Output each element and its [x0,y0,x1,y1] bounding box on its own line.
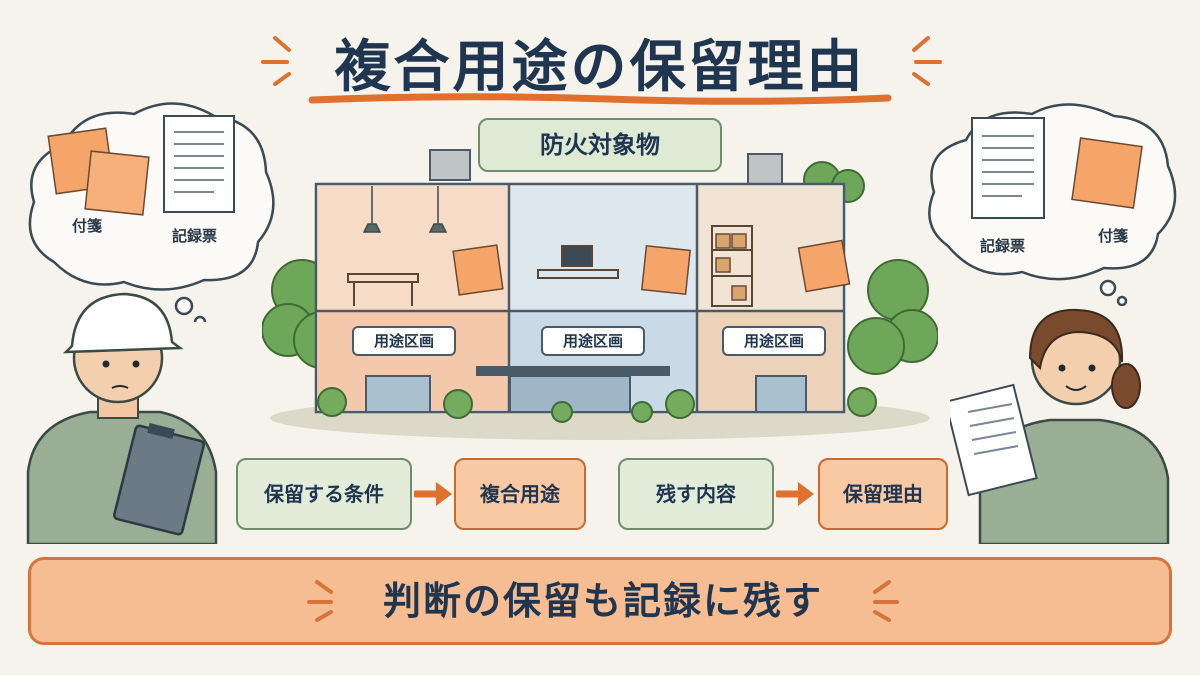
sticky-note-icon [1071,137,1143,209]
usage-section-label-2: 用途区画 [541,326,645,356]
record-sheet-icon [163,115,235,213]
usage-section-label-3: 用途区画 [722,326,826,356]
banner-sparks-right [873,580,899,622]
left-item-sticky: 付箋 [72,217,103,235]
left-item-record: 記録票 [172,227,218,245]
arrow-right-icon [414,482,452,506]
flow-retained-content: 残す内容 [618,458,774,530]
right-item-record: 記録票 [980,237,1026,255]
hardhat-worker [26,292,218,544]
left-thought-cloud [28,102,275,322]
summary-banner-text: 判断の保留も記録に残す [382,579,823,623]
banner-sparks-left [307,580,333,622]
record-sheet-icon [971,117,1045,219]
page-title: 複合用途の保留理由 [334,35,866,100]
right-thought-cloud [928,103,1177,306]
title-underline [308,93,892,105]
building-tag: 防火対象物 [478,118,722,172]
usage-section-label-1: 用途区画 [352,326,456,356]
flow-mixed-use: 複合用途 [454,458,586,530]
title-sparks-right [912,36,942,86]
female-worker [950,308,1170,544]
flow-hold-reason: 保留理由 [818,458,948,530]
flow-hold-conditions: 保留する条件 [236,458,412,530]
building-illustration [262,149,938,440]
title-sparks-left [261,36,291,86]
sticky-note-icon [47,127,150,216]
right-item-sticky: 付箋 [1098,227,1129,245]
arrow-right-icon-2 [776,482,814,506]
document-icon [950,383,1038,497]
clipboard-icon [113,423,205,536]
summary-banner: 判断の保留も記録に残す [28,557,1172,645]
building-sticky-notes [452,239,851,296]
